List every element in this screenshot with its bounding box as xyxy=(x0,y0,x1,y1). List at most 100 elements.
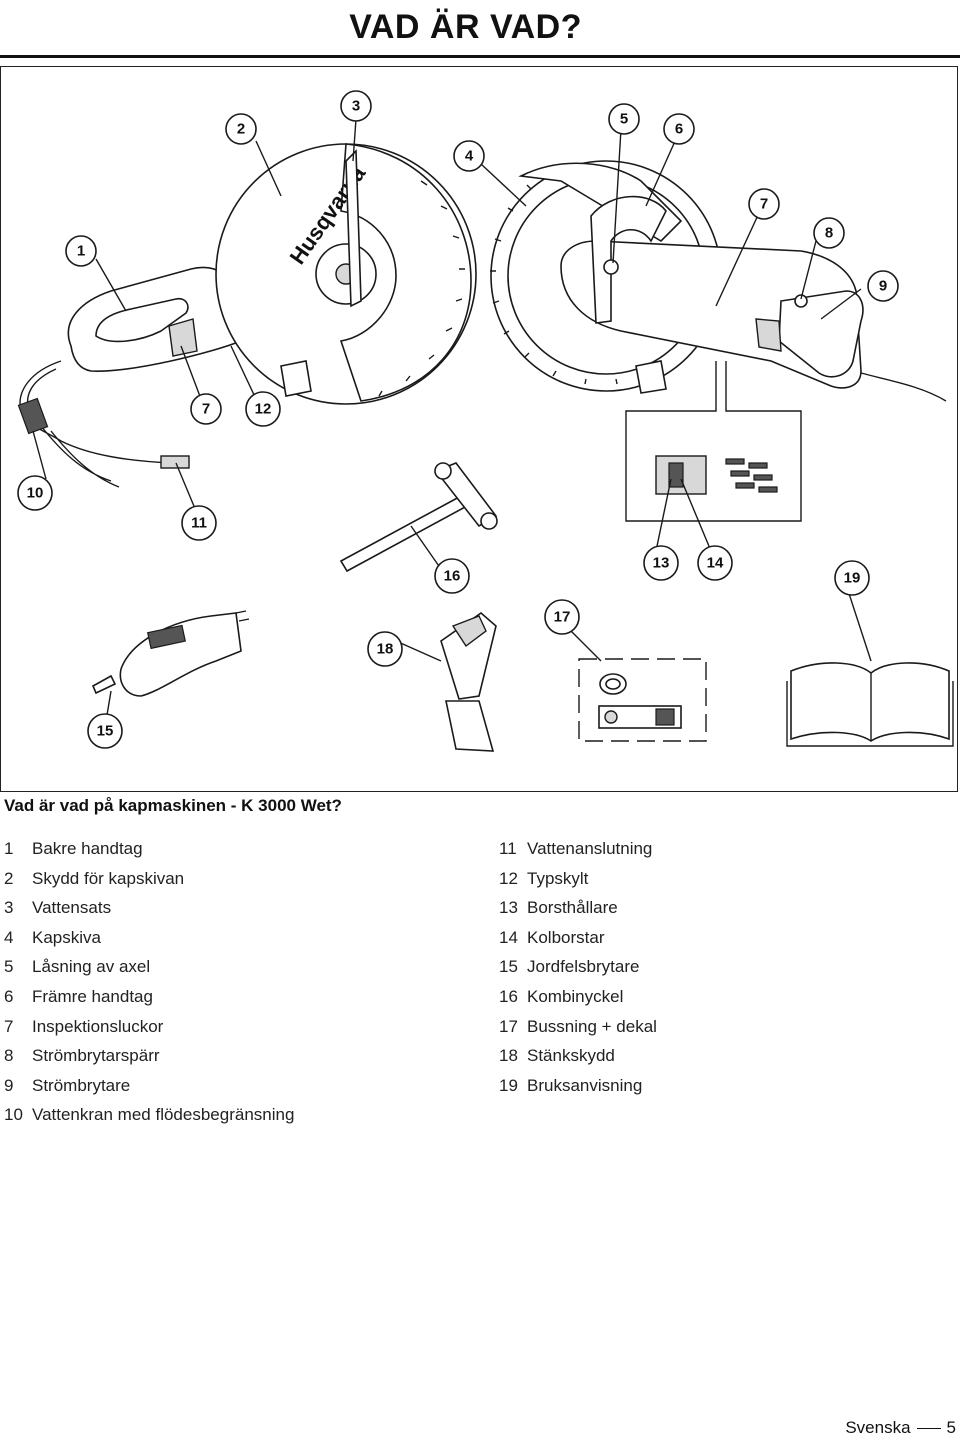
item-label: Kapskiva xyxy=(32,927,101,947)
water-hose xyxy=(40,425,120,488)
item-number: 8 xyxy=(4,1046,14,1066)
item-number: 2 xyxy=(4,868,14,888)
callout-14: 14 xyxy=(697,545,733,581)
footer-dash xyxy=(916,1427,941,1430)
callout-11-label: 11 xyxy=(191,515,207,532)
item-label: Jordfelsbrytare xyxy=(527,957,640,977)
item-label: Låsning av axel xyxy=(32,957,151,977)
front-handle xyxy=(590,195,667,324)
item-label: Strömbrytarspärr xyxy=(32,1046,160,1066)
list-item: 1 Bakre handtag xyxy=(4,834,294,864)
item-number: 16 xyxy=(499,986,518,1006)
page-footer: Svenska 5 xyxy=(845,1418,956,1438)
parts-illustration: Husqvarna xyxy=(17,90,954,752)
list-item: 16 Kombinyckel xyxy=(499,982,657,1012)
callout-17: 17 xyxy=(544,599,580,635)
callout-15-label: 15 xyxy=(97,723,114,740)
callout-8: 8 xyxy=(813,217,845,249)
saw-left-view: Husqvarna xyxy=(67,143,477,405)
power-cable xyxy=(19,360,172,464)
item-label: Skydd för kapskivan xyxy=(32,868,185,888)
callout-18-label: 18 xyxy=(377,641,394,658)
callout-19-label: 19 xyxy=(844,570,861,587)
splash-guard xyxy=(440,611,497,752)
list-item: 13 Borsthållare xyxy=(499,893,657,923)
callout-19: 19 xyxy=(834,560,870,596)
inspection-inset xyxy=(625,361,802,522)
list-item: 8 Strömbrytarspärr xyxy=(4,1041,294,1071)
callout-12-label: 12 xyxy=(255,401,272,418)
callout-8-label: 8 xyxy=(825,225,833,242)
item-number: 18 xyxy=(499,1046,518,1066)
item-number: 6 xyxy=(4,986,14,1006)
page-header: VAD ÄR VAD? xyxy=(0,0,960,62)
list-item: 10 Vattenkran med flödesbegränsning xyxy=(4,1100,294,1130)
callout-3: 3 xyxy=(340,90,372,122)
list-item: 11 Vattenanslutning xyxy=(499,834,657,864)
item-label: Borsthållare xyxy=(527,898,618,918)
item-number: 9 xyxy=(4,1075,14,1095)
list-item: 2 Skydd för kapskivan xyxy=(4,864,294,894)
callout-10: 10 xyxy=(17,475,53,511)
page-number: 5 xyxy=(946,1418,956,1437)
item-number: 5 xyxy=(4,957,14,977)
water-tap xyxy=(17,397,49,435)
callout-15: 15 xyxy=(87,713,123,749)
item-number: 1 xyxy=(4,839,14,858)
item-label: Typskylt xyxy=(527,868,589,888)
item-number: 14 xyxy=(499,927,518,947)
callout-5: 5 xyxy=(608,103,640,135)
callout-13-label: 13 xyxy=(653,555,670,572)
callout-6: 6 xyxy=(663,113,695,145)
manual-book xyxy=(786,662,954,747)
item-label: Vattenanslutning xyxy=(527,839,653,858)
item-number: 3 xyxy=(4,898,14,918)
item-number: 15 xyxy=(499,957,518,977)
item-number: 4 xyxy=(4,927,14,947)
list-item: 6 Främre handtag xyxy=(4,982,294,1012)
list-item: 5 Låsning av axel xyxy=(4,952,294,982)
item-label: Kolborstar xyxy=(527,927,605,947)
item-label: Vattenkran med flödesbegränsning xyxy=(32,1105,295,1125)
callout-9: 9 xyxy=(867,270,899,302)
item-label: Bakre handtag xyxy=(32,839,143,858)
callout-7-lower-label: 7 xyxy=(202,401,210,418)
callout-1-label: 1 xyxy=(77,243,85,260)
footer-language: Svenska xyxy=(845,1418,911,1437)
callout-3-label: 3 xyxy=(352,98,360,115)
header-rule xyxy=(0,55,960,58)
callout-2: 2 xyxy=(225,113,257,145)
rcd-breaker xyxy=(91,610,250,697)
item-label: Stänkskydd xyxy=(527,1046,615,1066)
callout-6-label: 6 xyxy=(675,121,683,138)
callout-12: 12 xyxy=(245,391,281,427)
parts-figure: Husqvarna xyxy=(0,66,958,792)
item-number: 13 xyxy=(499,898,518,918)
callout-18: 18 xyxy=(367,631,403,667)
list-item: 14 Kolborstar xyxy=(499,923,657,953)
item-number: 11 xyxy=(499,839,517,858)
item-label: Bruksanvisning xyxy=(527,1075,643,1095)
item-number: 7 xyxy=(4,1016,14,1036)
carbon-brush xyxy=(668,462,684,488)
item-label: Främre handtag xyxy=(32,986,153,1006)
item-label: Kombinyckel xyxy=(527,986,624,1006)
water-connector xyxy=(160,455,190,469)
item-number: 10 xyxy=(4,1105,23,1125)
shaft-lock xyxy=(603,259,619,275)
page-title: VAD ÄR VAD? xyxy=(349,8,582,46)
item-number: 17 xyxy=(499,1016,518,1036)
callout-7-lower: 7 xyxy=(190,393,222,425)
callout-4-label: 4 xyxy=(465,148,474,165)
list-item: 4 Kapskiva xyxy=(4,923,294,953)
list-item: 15 Jordfelsbrytare xyxy=(499,952,657,982)
callout-5-label: 5 xyxy=(620,111,628,128)
